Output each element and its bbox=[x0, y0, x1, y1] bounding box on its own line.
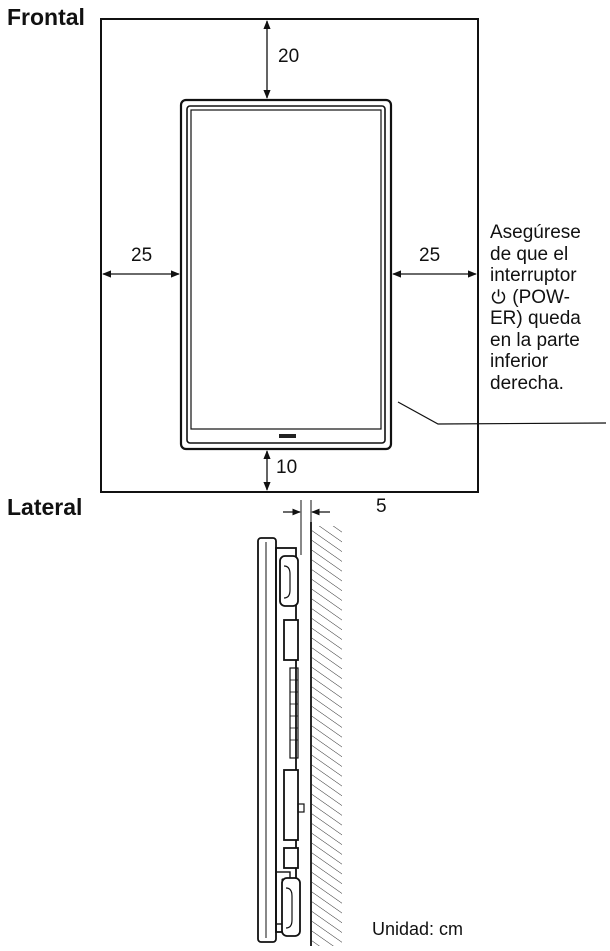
note-line: ER) queda bbox=[490, 308, 581, 329]
note-line: inferior bbox=[490, 351, 549, 372]
note-line: derecha. bbox=[490, 372, 564, 394]
unit-label: Unidad: cm bbox=[372, 919, 464, 939]
note-line: Asegúrese bbox=[490, 222, 581, 243]
note-line: interruptor bbox=[490, 265, 577, 286]
wall-hatching bbox=[312, 526, 342, 946]
monitor-side bbox=[257, 537, 305, 943]
power-switch-leader bbox=[397, 401, 607, 425]
power-icon bbox=[491, 288, 506, 304]
top-clearance-value: 20 bbox=[278, 46, 300, 67]
power-switch-note: Asegúrese de que el interruptor (POW- ER… bbox=[490, 222, 608, 394]
bottom-clearance-value: 10 bbox=[276, 457, 298, 478]
note-line: de que el bbox=[490, 243, 569, 265]
lateral-title: Lateral bbox=[7, 494, 83, 520]
frontal-clearance-box bbox=[100, 18, 479, 493]
note-line-power: (POW- bbox=[490, 287, 608, 309]
frontal-title: Frontal bbox=[7, 4, 85, 30]
note-line: en la parte bbox=[490, 329, 580, 351]
wall-gap-value: 5 bbox=[376, 496, 387, 517]
monitor-front bbox=[179, 98, 393, 451]
sony-logo bbox=[279, 434, 296, 438]
left-clearance-value: 25 bbox=[131, 245, 153, 266]
right-clearance-value: 25 bbox=[419, 245, 441, 266]
